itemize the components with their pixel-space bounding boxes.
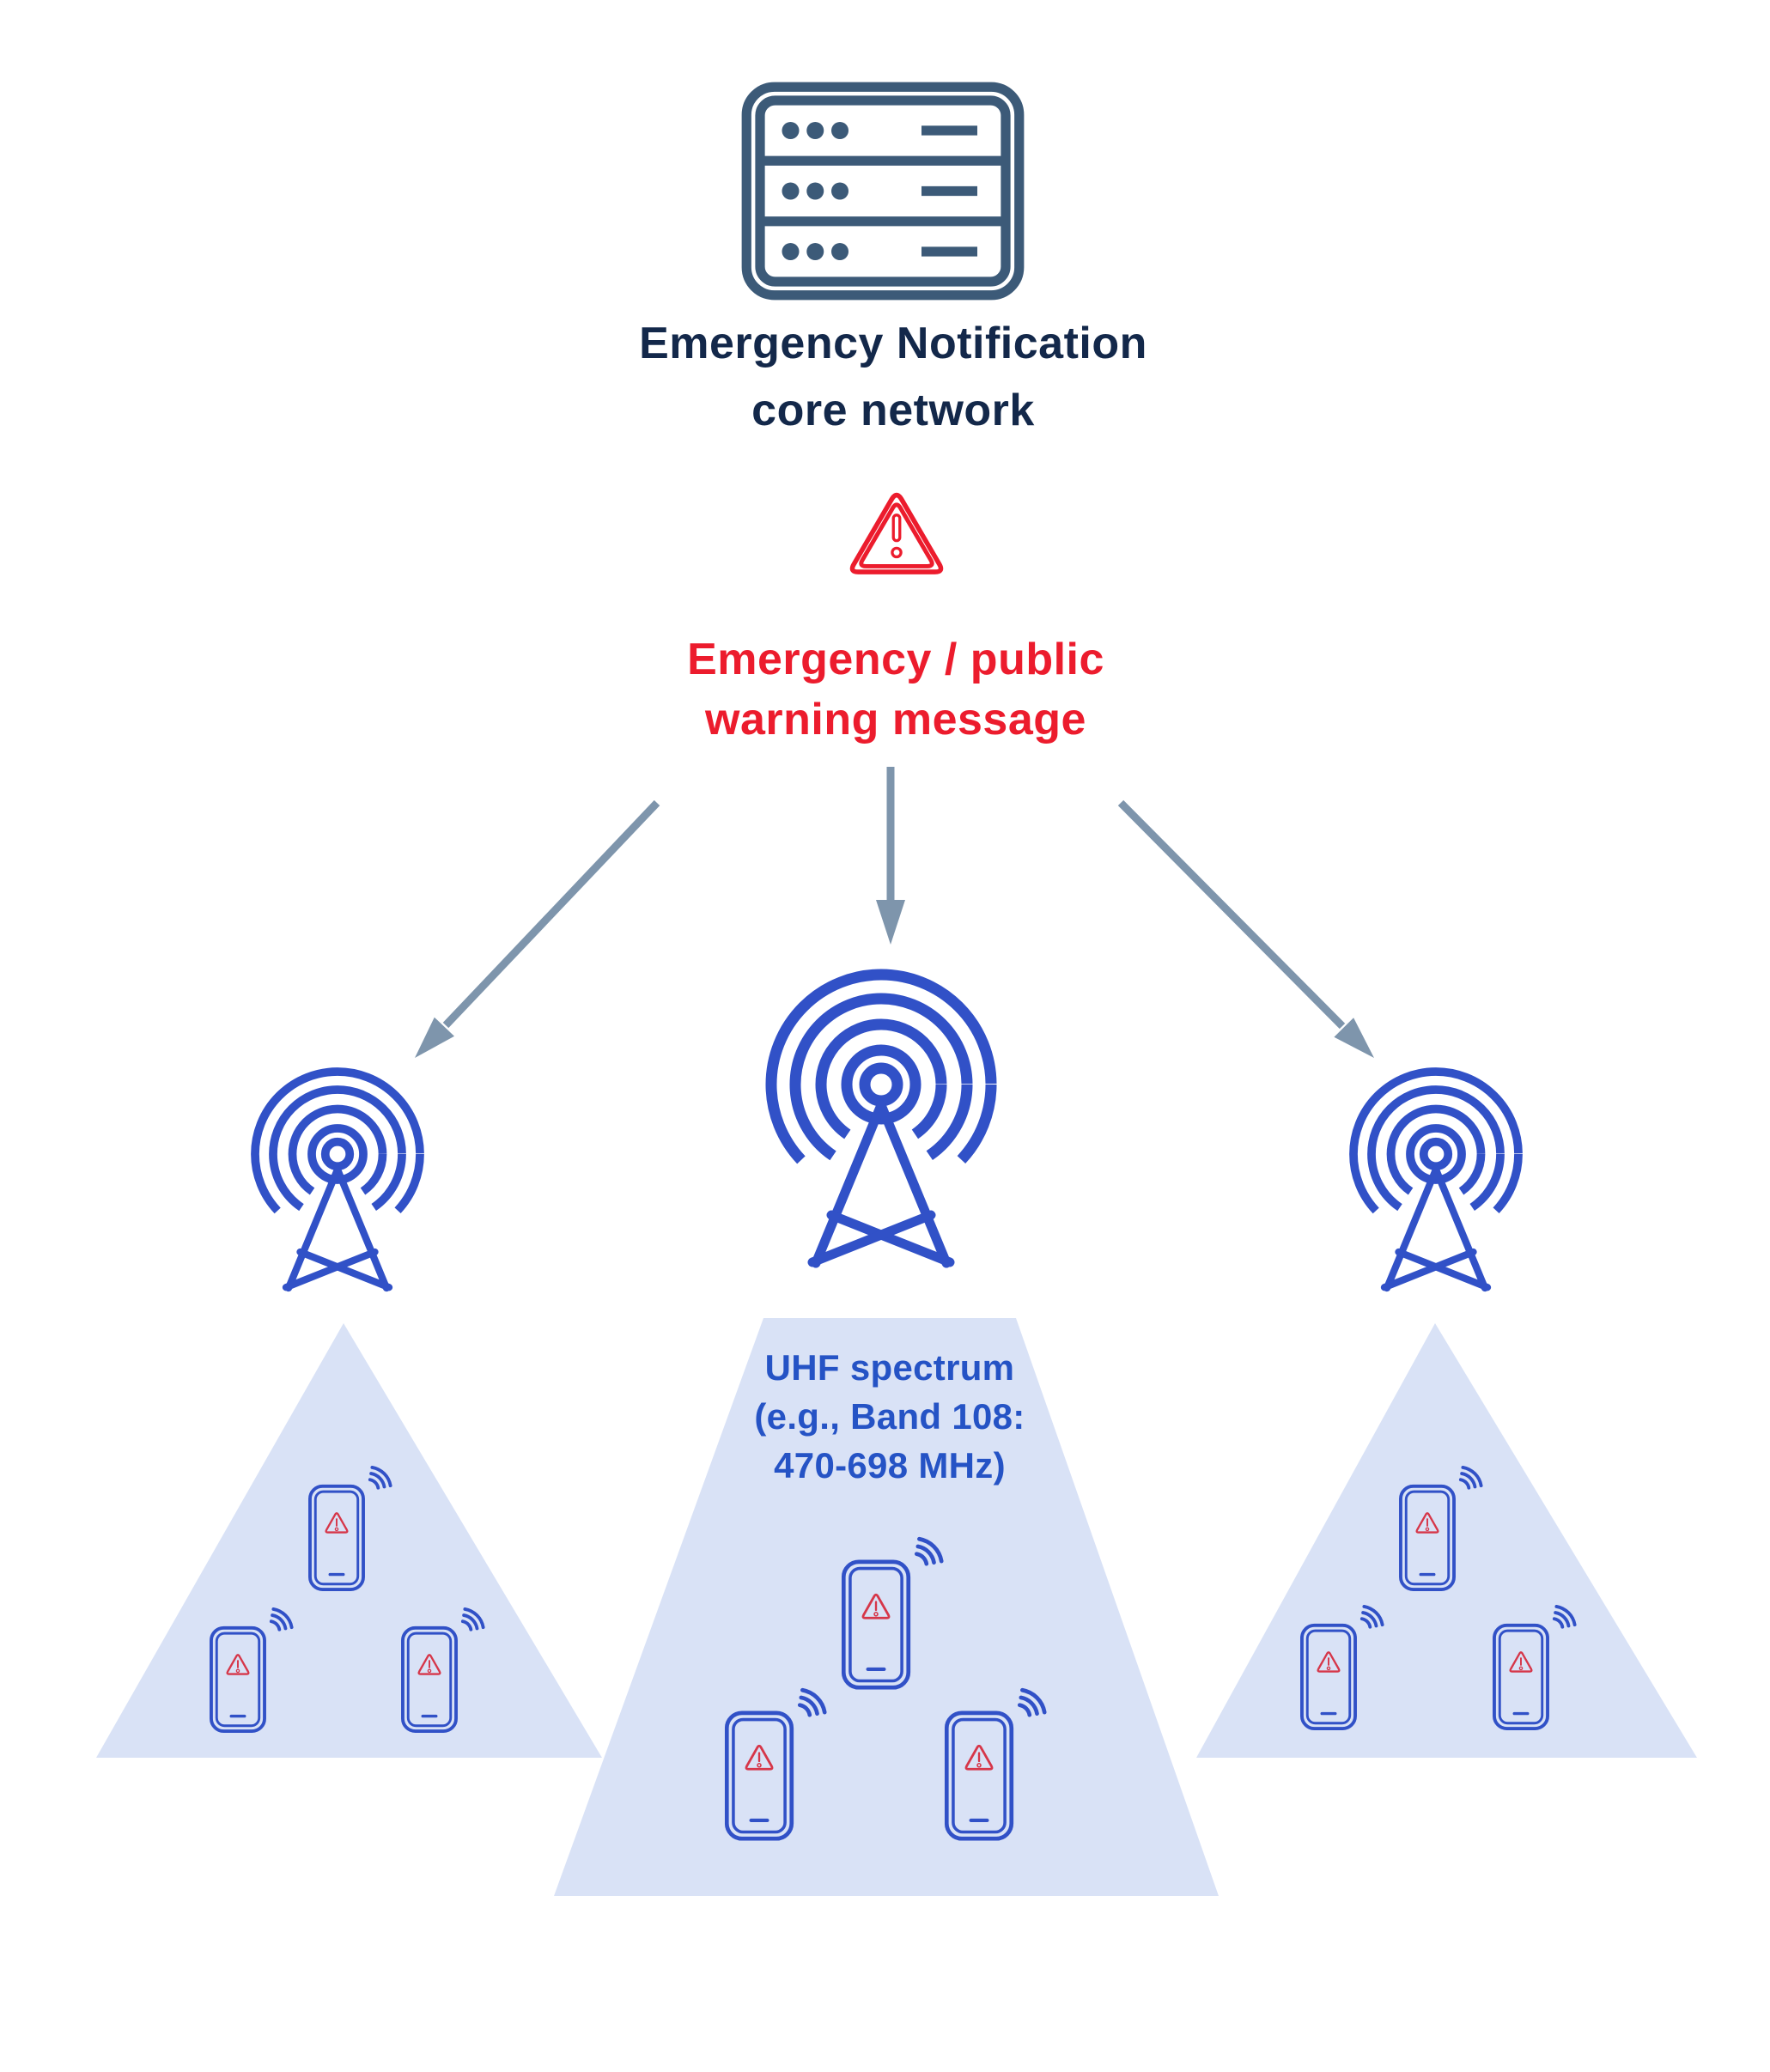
broadcast-tower-icon-right bbox=[1353, 1072, 1518, 1288]
core-network-label-line1: Emergency Notification bbox=[639, 319, 1147, 368]
uhf-spectrum-label-line3: 470-698 MHz) bbox=[774, 1445, 1006, 1486]
coverage-area-right bbox=[1196, 1323, 1697, 1758]
warning-message-label-line2: warning message bbox=[705, 695, 1086, 744]
warning-triangle-icon bbox=[852, 495, 940, 572]
uhf-spectrum-label-line1: UHF spectrum bbox=[764, 1347, 1015, 1388]
server-rack-icon bbox=[746, 87, 1019, 295]
uhf-spectrum-label: UHF spectrum (e.g., Band 108: 470-698 MH… bbox=[675, 1343, 1104, 1490]
warning-message-label-line1: Emergency / public bbox=[687, 635, 1104, 684]
core-network-label-line2: core network bbox=[751, 386, 1035, 435]
arrow-to-center-tower bbox=[876, 767, 905, 945]
warning-message-label: Emergency / public warning message bbox=[552, 629, 1239, 750]
broadcast-tower-icon-left bbox=[255, 1072, 420, 1288]
core-network-label: Emergency Notification core network bbox=[550, 310, 1237, 444]
arrow-to-right-tower bbox=[1117, 799, 1374, 1058]
uhf-spectrum-label-line2: (e.g., Band 108: bbox=[754, 1396, 1025, 1437]
coverage-area-center bbox=[554, 1318, 1219, 1896]
arrow-to-left-tower bbox=[415, 799, 660, 1058]
broadcast-tower-icon-center bbox=[771, 975, 991, 1263]
coverage-area-left bbox=[96, 1323, 602, 1758]
